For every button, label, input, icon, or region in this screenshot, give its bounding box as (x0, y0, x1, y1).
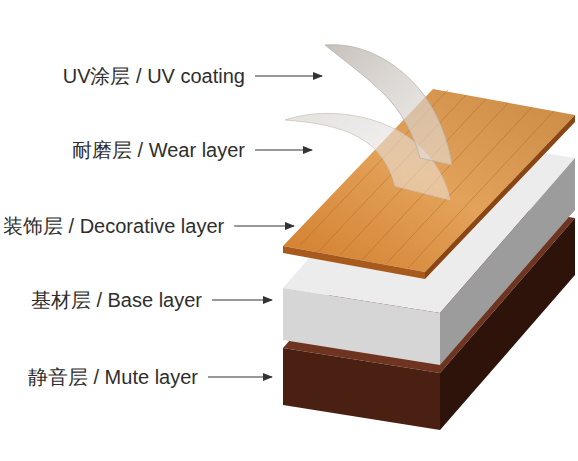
leader-arrow (234, 225, 294, 226)
layer-label: 装饰层 / Decorative layer (3, 214, 224, 238)
leader-arrow (208, 376, 272, 377)
layer-label: 基材层 / Base layer (31, 288, 202, 312)
layer-label: 耐磨层 / Wear layer (72, 138, 245, 162)
leader-arrow (255, 149, 312, 150)
leader-arrow (212, 299, 272, 300)
uv-coating-sheet (325, 45, 452, 165)
leader-arrow (255, 75, 322, 76)
layer-label: UV涂层 / UV coating (63, 64, 245, 88)
layer-label: 静音层 / Mute layer (28, 365, 198, 389)
